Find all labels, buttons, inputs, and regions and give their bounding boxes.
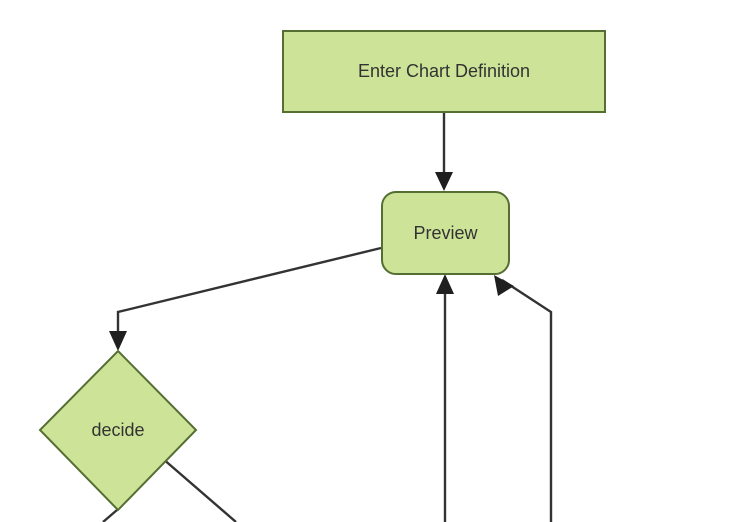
edge-enter-to-preview[interactable] (435, 113, 453, 191)
arrowhead-down-icon (435, 172, 453, 191)
node-label: Preview (413, 223, 478, 243)
arrowhead-up-icon (436, 274, 454, 294)
node-diamond (38, 349, 198, 512)
node-enter-chart-definition[interactable]: Enter Chart Definition (282, 30, 606, 113)
edge-return-left-to-preview[interactable] (436, 274, 454, 522)
arrowhead-up-left-icon (494, 275, 514, 296)
edge-decide-branch-right[interactable] (161, 457, 237, 522)
arrowhead-down-icon (109, 331, 127, 351)
edge-line (161, 457, 237, 522)
edge-line (501, 278, 553, 522)
node-preview[interactable]: Preview (381, 191, 510, 275)
edge-line (102, 509, 118, 522)
node-decide[interactable]: decide (38, 349, 198, 512)
node-label: Enter Chart Definition (358, 61, 530, 81)
edge-preview-to-decide[interactable] (109, 246, 382, 351)
node-label: decide (91, 420, 144, 440)
edge-line (116, 246, 382, 341)
edge-layer (102, 113, 553, 522)
node-rounded-rect (381, 191, 510, 275)
node-layer: Enter Chart Definition Preview decide (38, 30, 606, 512)
edge-decide-branch-left[interactable] (102, 509, 118, 522)
node-rect (282, 30, 606, 113)
edge-return-right-to-preview[interactable] (494, 275, 553, 522)
